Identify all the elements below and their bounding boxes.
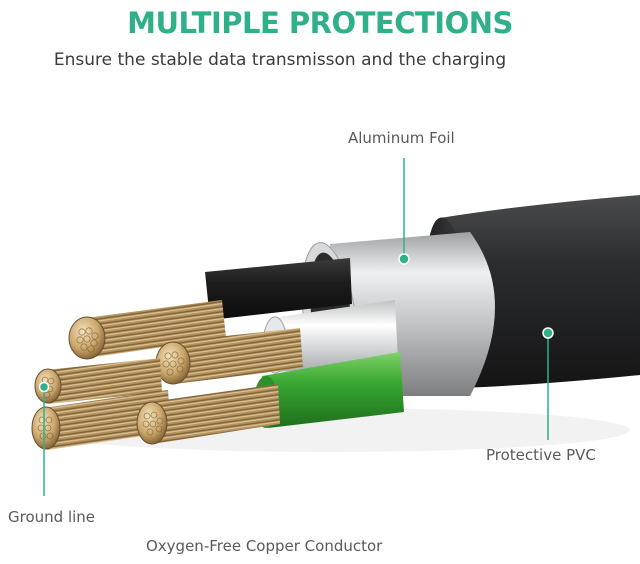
copper-conductor-top: [68, 300, 226, 360]
black-wire: [205, 258, 352, 320]
label-copper-conductor: Oxygen-Free Copper Conductor: [146, 537, 383, 555]
copper-conductor-middle: [155, 328, 303, 385]
page-subtitle: Ensure the stable data transmisson and t…: [53, 50, 507, 70]
copper-conductor-bottom-right: [136, 384, 280, 445]
callout-aluminum-foil: [398, 158, 410, 265]
page-title: MULTIPLE PROTECTIONS: [127, 6, 513, 40]
label-protective-pvc: Protective PVC: [486, 446, 596, 464]
callout-protective-pvc: [542, 327, 554, 440]
label-aluminum-foil: Aluminum Foil: [348, 129, 455, 147]
label-ground-line: Ground line: [8, 508, 96, 526]
copper-conductor-bottom-left: [31, 390, 171, 450]
callout-ground-line: [38, 381, 50, 496]
